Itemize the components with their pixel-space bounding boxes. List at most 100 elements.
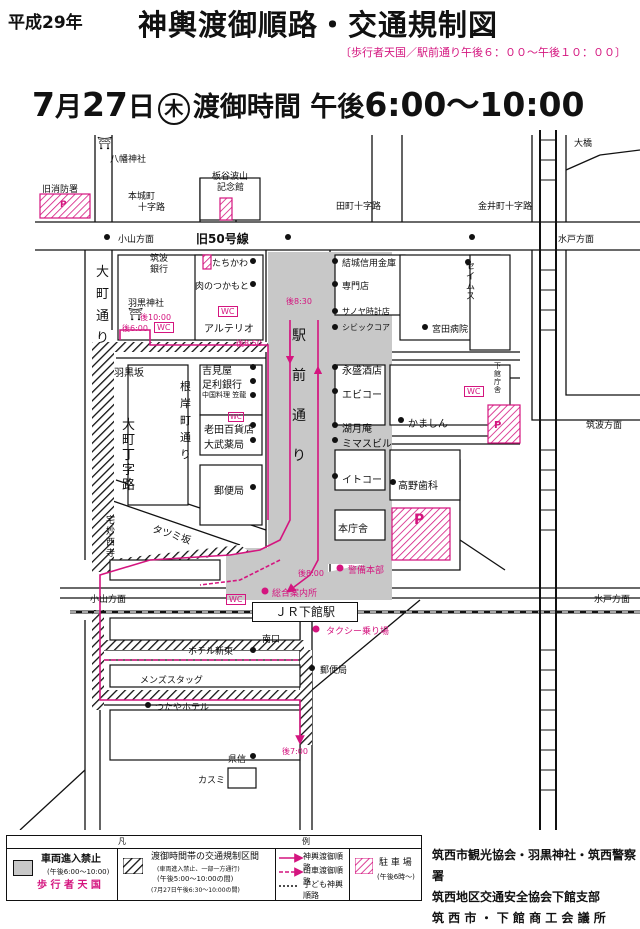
label-mito-top: 水戸方面	[558, 235, 595, 245]
label-tamachi: 田町十字路	[336, 202, 382, 212]
route-arrows	[285, 330, 323, 400]
legend-route1: 神輿渡御順路	[303, 852, 343, 872]
date-rest: 渡御時間 午後	[192, 92, 365, 123]
pedestrian-subtitle: 〔歩行者天国／駅前通り午後６：００～午後１０：００〕	[340, 46, 626, 59]
station-box: ＪＲ下館駅	[252, 602, 358, 622]
legend-cell-carban: 車両進入禁止 (午後6:00～10:00) 歩 行 者 天 国	[7, 848, 118, 900]
label-sibic: シビックコア	[342, 323, 390, 332]
label-haguro: 羽黒神社	[128, 299, 165, 309]
legend-hokousha: 歩 行 者 天 国	[37, 880, 101, 891]
label-itaya: 板谷波山記念館	[212, 172, 249, 193]
time-700: 後7:00	[282, 747, 308, 756]
legend-parking-swatch	[355, 858, 373, 874]
date-month: 7	[32, 85, 55, 124]
wc-icon: WC	[154, 322, 174, 333]
parking-icon: P	[60, 200, 67, 210]
event-dots	[261, 564, 344, 633]
label-omachi-street: 大町通り	[96, 265, 110, 346]
legend-regulation: 渡御時間帯の交通規制区間	[151, 852, 260, 862]
label-oyama-bottom: 小山方面	[90, 595, 127, 605]
buildings	[109, 177, 511, 789]
legend-parking-time: (午後6時～)	[377, 873, 415, 881]
label-omachi-tjunction: 大町丁字路	[122, 418, 136, 493]
label-mito-bottom: 水戸方面	[594, 595, 631, 605]
map-legend: 凡 例 車両進入禁止 (午後6:00～10:00) 歩 行 者 天 国 渡御時間…	[6, 835, 422, 901]
label-kanaimachi: 金井町十字路	[478, 202, 533, 212]
parking-areas	[39, 193, 521, 561]
label-ohashi: 大橋	[574, 139, 593, 149]
label-nanguchi: 南口	[262, 635, 281, 645]
label-tachikawa: たちかわ	[212, 259, 249, 269]
label-kenshin: 県信	[228, 755, 247, 765]
org-line2: 筑西地区交通安全協会下館支部	[432, 890, 601, 904]
time-600: 後6:00	[122, 324, 148, 333]
weekday-circle: 木	[157, 92, 190, 125]
legend-gray-swatch	[13, 860, 33, 876]
label-hachiman: 八幡神社	[110, 155, 147, 165]
label-miyata: 宮田病院	[432, 325, 469, 335]
page-title: 神輿渡御順路・交通規制図	[138, 8, 499, 42]
parking-icon-honcho: P	[414, 512, 425, 528]
label-senmonten: 専門店	[342, 282, 370, 292]
label-post-top: 郵便局	[214, 486, 244, 497]
festival-route-map	[19, 130, 640, 830]
legend-route3: 子ども神輿順路	[303, 880, 343, 900]
time-830: 後8:30	[286, 297, 312, 306]
legend-route-lines	[279, 853, 304, 887]
label-honjo: 本城町十字路	[128, 192, 166, 213]
label-mimasu: ミマスビル	[342, 439, 392, 450]
legend-regulation-sub2: (午後5:00～10:00の間)	[157, 875, 234, 883]
time-800: 後8:00	[298, 569, 324, 578]
label-myosai: 宅妙西寺	[106, 516, 116, 559]
time-850: 後8:50	[236, 339, 262, 348]
torii-icon: ⛩	[97, 136, 113, 150]
label-yoshimiya: 吉見屋	[202, 366, 232, 377]
label-haburozaka: 羽黒坂	[114, 368, 144, 379]
legend-carban-time: (午後6:00～10:00)	[47, 868, 110, 876]
legend-route2: 山車渡御順路	[303, 866, 343, 886]
label-ebiko: エビコー	[342, 390, 382, 401]
organizers: 筑西市観光協会・羽黒神社・筑西警察署 筑西地区交通安全協会下館支部 筑 西 市 …	[432, 845, 640, 929]
date-month-unit: 月	[54, 92, 82, 123]
label-old-fire: 旧消防署	[42, 185, 79, 195]
label-mens: メンズスタッグ	[140, 676, 203, 686]
label-taxi: タクシー乗り場	[326, 627, 390, 637]
label-arterio: アルテリオ	[204, 324, 254, 335]
label-info: 総合案内所	[272, 589, 318, 599]
year-label: 平成29年	[8, 13, 83, 33]
label-chikuba: 筑波方面	[586, 421, 623, 431]
label-ashikaga: 足利銀行	[202, 380, 242, 391]
station-plaza	[226, 548, 392, 600]
label-oyama-top: 小山方面	[118, 235, 155, 245]
label-keibi: 警備本部	[348, 566, 385, 576]
label-niku: 肉のつかもと	[195, 282, 249, 292]
legend-cell-routes: 神輿渡御順路 山車渡御順路 子ども神輿順路	[275, 848, 350, 900]
label-oida: 老田百貨店	[204, 425, 254, 436]
label-itoko: イトコー	[342, 475, 382, 486]
label-sanoya: サノヤ時計店	[342, 307, 390, 316]
legend-header: 凡 例	[7, 836, 421, 849]
mikoshi-route	[99, 320, 319, 745]
date-title: 7月27日木渡御時間 午後6:00～10:00	[32, 78, 584, 126]
torii-icon-haguro: ⛩	[128, 307, 144, 321]
legend-carban: 車両進入禁止	[41, 854, 101, 865]
label-tsutaya: つたやホテル	[155, 703, 210, 713]
legend-cell-regulation: 渡御時間帯の交通規制区間 (車両進入禁止、一部一方通行) (午後5:00～10:…	[117, 848, 276, 900]
parking-icon-office: P	[494, 420, 502, 431]
label-nagamori: 永盛酒店	[342, 366, 382, 377]
legend-regulation-sub1: (車両進入禁止、一部一方通行)	[157, 866, 240, 873]
label-kohama: 湖月庵	[342, 424, 372, 435]
landmark-dots	[104, 234, 475, 759]
label-negishi: 根岸町通り	[180, 380, 191, 461]
org-line1: 筑西市観光協会・羽黒神社・筑西警察署	[432, 848, 637, 883]
label-yuki-shinkin: 結城信用金庫	[342, 259, 397, 269]
label-old50: 旧50号線	[196, 232, 249, 246]
date-day-unit: 日	[127, 92, 155, 123]
label-chuka: 中国料理 笠龍	[202, 391, 247, 399]
regulation-hatch	[92, 342, 312, 745]
label-ekimae: 駅前通り	[292, 328, 306, 464]
time-range: 6:00～10:00	[364, 85, 585, 124]
label-honchosha: 本庁舎	[338, 524, 368, 535]
org-line3: 筑 西 市 ・ 下 館 商 工 会 議 所	[432, 911, 606, 925]
label-hotel-shinto: ホテル新東	[188, 647, 234, 657]
